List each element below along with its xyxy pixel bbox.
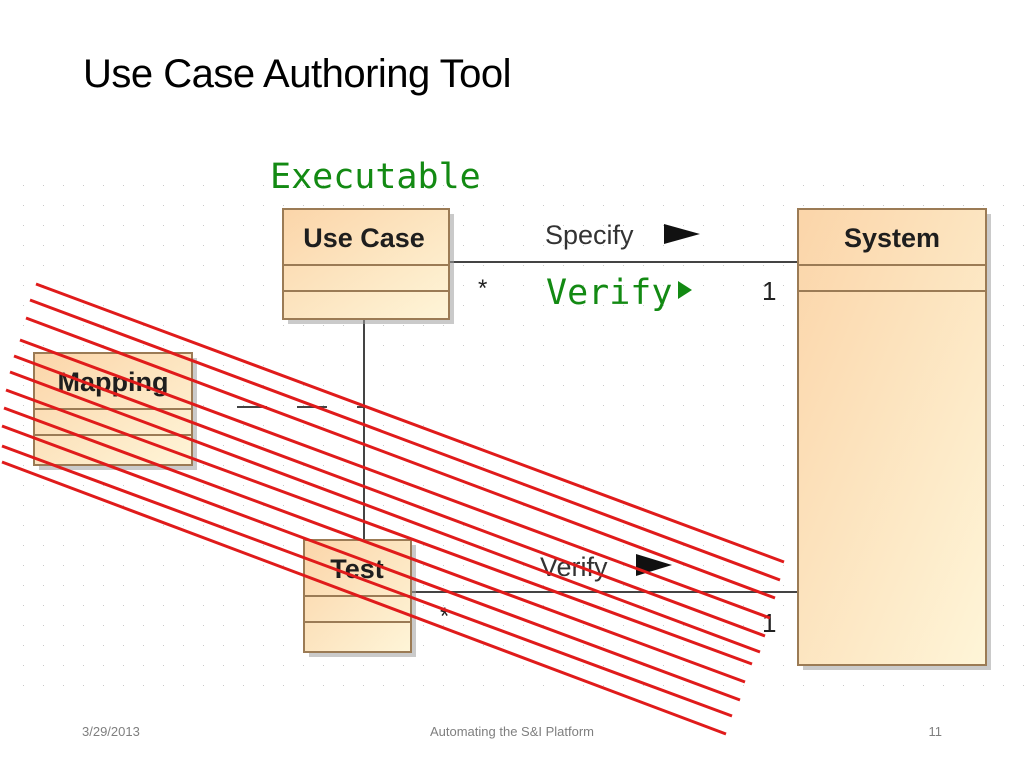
class-system-name: System bbox=[844, 223, 940, 253]
verify-arrow-icon bbox=[678, 281, 692, 299]
multiplicity-system-top: 1 bbox=[762, 276, 776, 306]
footer-date: 3/29/2013 bbox=[82, 724, 140, 739]
annotation-verify: Verify bbox=[546, 273, 672, 313]
slide-title: Use Case Authoring Tool bbox=[83, 52, 512, 96]
class-system[interactable]: System bbox=[797, 208, 991, 670]
association-label-specify: Specify bbox=[545, 220, 634, 250]
multiplicity-system-bottom: 1 bbox=[762, 608, 776, 638]
class-use-case-name: Use Case bbox=[303, 223, 425, 253]
class-use-case[interactable]: Use Case bbox=[282, 208, 454, 324]
multiplicity-test: * bbox=[440, 603, 449, 630]
strike-through-lines bbox=[1, 282, 785, 736]
direction-arrow-icon bbox=[664, 224, 700, 244]
footer-title: Automating the S&I Platform bbox=[429, 724, 595, 739]
annotation-executable: Executable bbox=[270, 157, 481, 197]
footer-page-number: 11 bbox=[928, 724, 943, 739]
multiplicity-use-case: * bbox=[478, 275, 487, 302]
